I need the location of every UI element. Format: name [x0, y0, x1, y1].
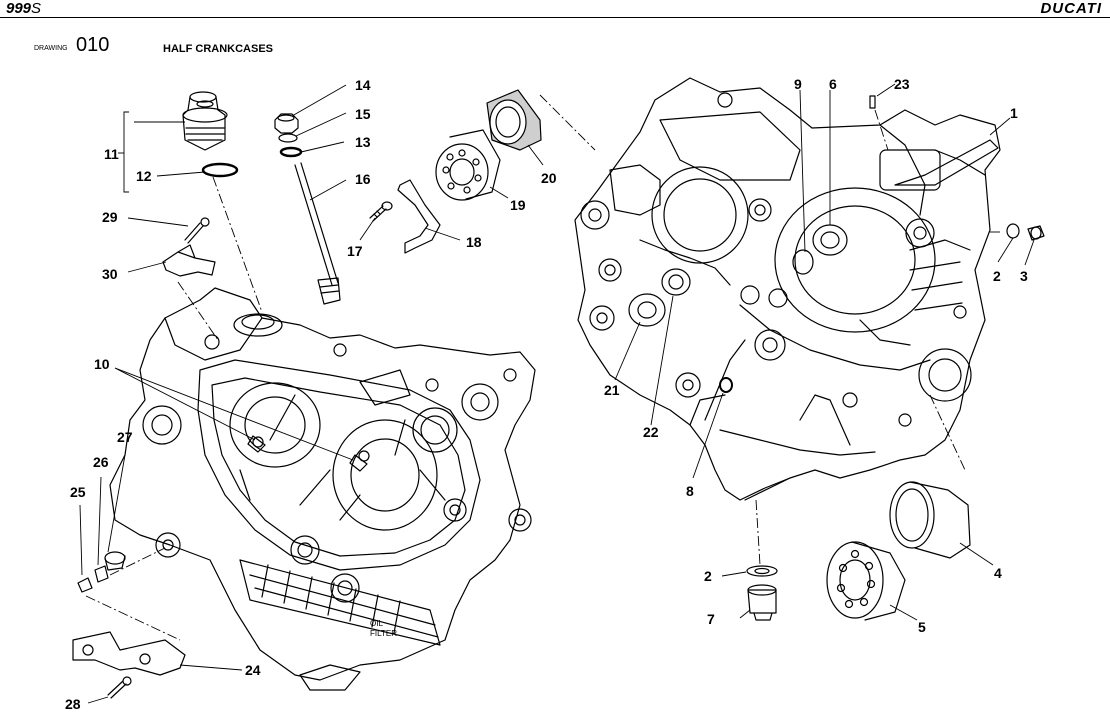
- callout-17: 17: [347, 243, 363, 259]
- screw: [369, 201, 393, 222]
- callout-18: 18: [466, 234, 482, 250]
- callout-24: 24: [245, 662, 261, 678]
- callout-labels: 1 2 2 3 4 5 6 7 8 9 10 11 12 13 14 15 16…: [65, 76, 1028, 712]
- callout-10: 10: [94, 356, 110, 372]
- assembly-axis-lines: [85, 94, 1000, 641]
- drawing-number: 010: [76, 34, 110, 56]
- sensor-bracket: [162, 244, 216, 277]
- callout-7: 7: [707, 611, 715, 627]
- embossed-oil: OIL: [370, 619, 383, 628]
- callout-2: 2: [704, 568, 712, 584]
- retaining-plate: [397, 179, 441, 254]
- dowel-pins: [247, 435, 368, 472]
- dowel-pin: [869, 95, 876, 109]
- callout-2: 2: [993, 268, 1001, 284]
- right-half-crankcase: [574, 77, 1001, 501]
- inner-ring-small: [668, 274, 684, 290]
- callout-27: 27: [117, 429, 133, 445]
- plug-parts: [77, 551, 126, 593]
- header-divider: [0, 17, 1110, 18]
- callout-29: 29: [102, 209, 118, 225]
- mounting-bracket: [72, 631, 186, 676]
- oil-seal: [486, 89, 542, 151]
- bracket-screw-lower: [107, 676, 132, 699]
- brand-logo: DUCATI: [1040, 0, 1102, 17]
- ball-bearing: [435, 129, 501, 201]
- callout-15: 15: [355, 106, 371, 122]
- callout-4: 4: [994, 565, 1002, 581]
- callout-1: 1: [1010, 105, 1018, 121]
- o-ring: [201, 162, 239, 178]
- drawing-title: HALF CRANKCASES: [163, 43, 273, 55]
- callout-22: 22: [643, 424, 659, 440]
- callout-14: 14: [355, 77, 371, 93]
- drain-plug: [747, 584, 777, 621]
- callout-28: 28: [65, 696, 81, 712]
- callout-23: 23: [894, 76, 910, 92]
- callout-13: 13: [355, 134, 371, 150]
- embossed-filter: FILTER: [370, 629, 397, 638]
- sealing-ring: [279, 146, 303, 158]
- callout-5: 5: [918, 619, 926, 635]
- washer: [278, 133, 298, 143]
- small-bearing: [628, 293, 666, 327]
- inner-bearing: [812, 224, 848, 256]
- drawing-label: DRAWING: [34, 45, 68, 52]
- drain-washer-inner: [754, 567, 770, 575]
- callout-16: 16: [355, 171, 371, 187]
- embossed-oil-filter-text: OIL FILTER: [370, 619, 397, 638]
- callout-25: 25: [70, 484, 86, 500]
- main-bearing: [826, 541, 906, 621]
- inner-ring: [792, 249, 814, 275]
- callout-11: 11: [104, 146, 119, 162]
- callout-leader-lines: [79, 83, 1035, 704]
- callout-20: 20: [541, 170, 557, 186]
- nut: [274, 113, 299, 134]
- breather-cap: [182, 91, 228, 151]
- left-half-crankcase: [109, 287, 536, 691]
- model-number: 999: [6, 0, 32, 17]
- callout-6: 6: [829, 76, 837, 92]
- callout-12: 12: [136, 168, 152, 184]
- callout-19: 19: [510, 197, 526, 213]
- callout-9: 9: [794, 76, 802, 92]
- bracket-screw: [184, 217, 210, 244]
- drain-plug-upper: [1006, 223, 1045, 241]
- callout-21: 21: [604, 382, 620, 398]
- o-ring-small: [719, 377, 733, 393]
- callout-30: 30: [102, 266, 118, 282]
- bracket-hole: [82, 644, 94, 656]
- callout-3: 3: [1020, 268, 1028, 284]
- seal-ring-small: [661, 268, 691, 296]
- callout-8: 8: [686, 483, 694, 499]
- drain-washer: [746, 565, 778, 577]
- model-name: 999S: [6, 0, 41, 17]
- model-suffix: S: [31, 0, 42, 17]
- stud-bolt: [294, 162, 341, 305]
- callout-26: 26: [93, 454, 109, 470]
- bracket-hole: [139, 653, 151, 665]
- race-bushing: [889, 481, 971, 559]
